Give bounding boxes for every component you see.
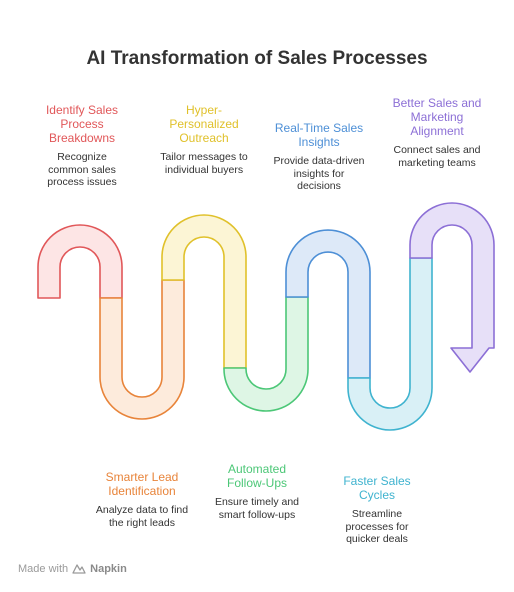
step-hyper-personalized-description: Tailor messages to individual buyers	[160, 151, 248, 176]
step-smarter-lead-description: Analyze data to find the right leads	[95, 504, 189, 529]
napkin-logo-icon	[72, 564, 86, 574]
step-faster-cycles-heading: Faster Sales Cycles	[343, 474, 411, 502]
step-follow-ups-heading: Automated Follow-Ups	[226, 462, 287, 490]
step-follow-ups-description: Ensure timely and smart follow-ups	[214, 496, 300, 521]
segment-alignment	[409, 202, 495, 373]
segment-identify	[37, 224, 123, 299]
step-faster-cycles-description: Streamline processes for quicker deals	[345, 508, 409, 545]
step-hyper-personalized: Hyper- Personalized Outreach Tailor mess…	[141, 103, 267, 176]
made-with-napkin: Made with Napkin	[18, 563, 127, 575]
step-identify-description: Recognize common sales process issues	[47, 151, 117, 188]
step-smarter-lead: Smarter Lead Identification Analyze data…	[77, 470, 207, 529]
step-identify: Identify Sales Process Breakdowns Recogn…	[19, 103, 145, 189]
step-insights: Real-Time Sales Insights Provide data-dr…	[254, 121, 384, 193]
segment-insights	[285, 229, 371, 379]
step-follow-ups: Automated Follow-Ups Ensure timely and s…	[192, 462, 322, 521]
segment-follow-ups	[223, 296, 309, 412]
step-alignment-heading: Better Sales and Marketing Alignment	[392, 96, 482, 138]
step-alignment: Better Sales and Marketing Alignment Con…	[372, 96, 502, 169]
step-insights-heading: Real-Time Sales Insights	[274, 121, 364, 149]
step-hyper-personalized-heading: Hyper- Personalized Outreach	[169, 103, 239, 145]
segment-smarter-lead	[99, 279, 185, 420]
step-insights-description: Provide data-driven insights for decisio…	[273, 155, 365, 192]
step-identify-heading: Identify Sales Process Breakdowns	[45, 103, 119, 145]
step-alignment-description: Connect sales and marketing teams	[393, 144, 481, 169]
footer-brand: Napkin	[90, 563, 127, 575]
step-smarter-lead-heading: Smarter Lead Identification	[105, 470, 179, 498]
page-title: AI Transformation of Sales Processes	[86, 48, 428, 69]
step-faster-cycles: Faster Sales Cycles Streamline processes…	[317, 474, 437, 546]
segment-hyper-personalized	[161, 214, 247, 369]
footer-prefix: Made with	[18, 563, 69, 575]
segment-faster-cycles	[347, 257, 433, 431]
